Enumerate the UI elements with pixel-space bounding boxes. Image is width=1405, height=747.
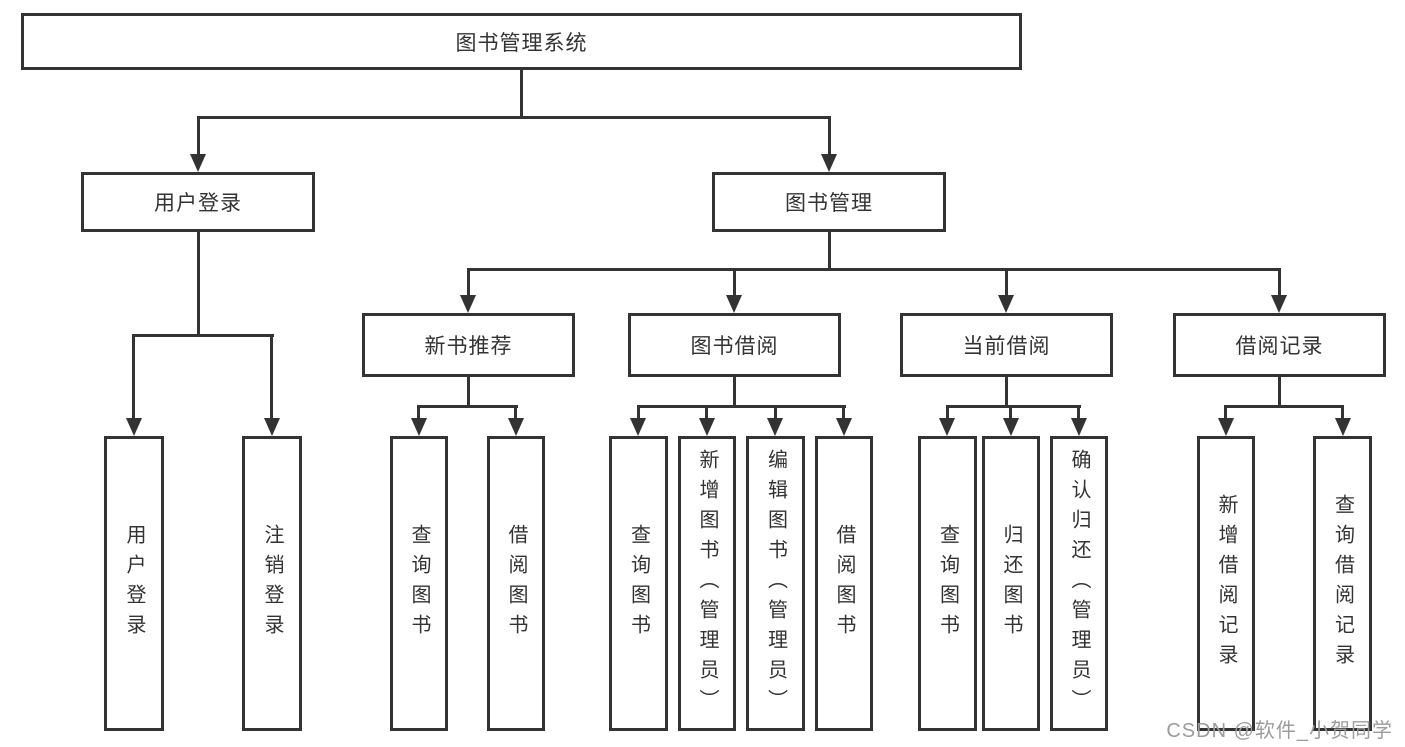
node-new-book-recommend: 新书推荐 [362, 313, 575, 377]
node-current-confirm-return-label: 确认归还（管理员） [1068, 448, 1090, 719]
node-recommend-query-books-label: 查询图书 [408, 523, 430, 644]
node-current-confirm-return: 确认归还（管理员） [1050, 436, 1108, 731]
connector-records-drop-2 [1341, 405, 1344, 420]
arrow-down-icon [1218, 418, 1234, 436]
connector-userlogin-drop-2 [270, 334, 273, 420]
node-borrow-add-books-label: 新增图书（管理员） [696, 448, 718, 719]
connector-bookmgmt-drop-3 [1005, 268, 1008, 297]
connector-current-stem [1005, 377, 1008, 408]
connector-userlogin-drop-1 [132, 334, 135, 420]
arrow-down-icon [508, 418, 524, 436]
node-user-login: 用户登录 [81, 172, 315, 232]
connector-root-drop-left [197, 116, 200, 156]
arrow-down-icon [264, 418, 280, 436]
connector-recommend-rail [417, 405, 518, 408]
node-records-add-record: 新增借阅记录 [1197, 436, 1255, 731]
csdn-watermark: CSDN @软件_小贺同学 [1166, 720, 1393, 742]
arrow-down-icon [1003, 418, 1019, 436]
node-records-query-record-label: 查询借阅记录 [1331, 493, 1354, 674]
arrow-down-icon [836, 418, 852, 436]
connector-root-stem [520, 70, 523, 117]
connector-userlogin-rail [132, 334, 274, 337]
node-current-return-books: 归还图书 [982, 436, 1040, 731]
arrow-down-icon [821, 154, 837, 172]
arrow-down-icon [998, 295, 1014, 313]
node-borrow-borrow-books-label: 借阅图书 [833, 523, 855, 644]
connector-borrow-stem [733, 377, 736, 408]
connector-recommend-drop-1 [417, 405, 420, 420]
connector-borrow-rail [637, 405, 846, 408]
node-logout-label: 注销登录 [261, 523, 283, 644]
arrow-down-icon [460, 295, 476, 313]
connector-records-rail [1225, 405, 1344, 408]
connector-bookmgmt-stem [828, 232, 831, 271]
connector-records-drop-1 [1224, 405, 1227, 420]
node-borrow-query-books: 查询图书 [609, 436, 668, 731]
node-login: 用户登录 [104, 436, 164, 731]
connector-root-rail [197, 116, 831, 119]
connector-userlogin-stem [197, 232, 200, 337]
connector-bookmgmt-rail [467, 268, 1281, 271]
node-recommend-borrow-books-label: 借阅图书 [505, 523, 527, 644]
node-borrow-edit-books: 编辑图书（管理员） [746, 436, 805, 731]
node-borrow-query-books-label: 查询图书 [627, 523, 650, 644]
arrow-down-icon [939, 418, 955, 436]
arrow-down-icon [190, 154, 206, 172]
node-recommend-borrow-books: 借阅图书 [487, 436, 545, 731]
arrow-down-icon [126, 418, 142, 436]
arrow-down-icon [1335, 418, 1351, 436]
node-records-add-record-label: 新增借阅记录 [1215, 493, 1237, 674]
connector-bookmgmt-drop-1 [467, 268, 470, 297]
node-root-label: 图书管理系统 [455, 31, 588, 55]
connector-records-stem [1278, 377, 1281, 408]
node-borrow-records: 借阅记录 [1173, 313, 1386, 377]
node-book-borrow-label: 图书借阅 [690, 335, 779, 358]
node-book-borrow: 图书借阅 [628, 313, 841, 377]
connector-bookmgmt-drop-2 [733, 268, 736, 297]
connector-root-drop-right [828, 116, 831, 156]
node-current-query-books: 查询图书 [918, 436, 977, 731]
node-recommend-query-books: 查询图书 [390, 436, 448, 731]
arrow-down-icon [1071, 418, 1087, 436]
arrow-down-icon [699, 418, 715, 436]
arrow-down-icon [1271, 295, 1287, 313]
connector-borrow-drop-4 [842, 405, 845, 420]
connector-current-drop-3 [1077, 405, 1080, 420]
node-records-query-record: 查询借阅记录 [1313, 436, 1372, 731]
node-current-query-books-label: 查询图书 [936, 523, 959, 644]
connector-borrow-drop-3 [774, 405, 777, 420]
arrow-down-icon [767, 418, 783, 436]
connector-current-rail [946, 405, 1081, 408]
node-book-management: 图书管理 [712, 172, 946, 232]
connector-borrow-drop-2 [705, 405, 708, 420]
node-logout: 注销登录 [242, 436, 302, 731]
node-book-management-label: 图书管理 [785, 192, 873, 215]
node-login-label: 用户登录 [123, 523, 145, 644]
node-new-book-recommend-label: 新书推荐 [424, 335, 513, 358]
node-current-borrow: 当前借阅 [900, 313, 1113, 377]
arrow-down-icon [630, 418, 646, 436]
node-borrow-edit-books-label: 编辑图书（管理员） [764, 448, 787, 719]
connector-borrow-drop-1 [637, 405, 640, 420]
node-borrow-add-books: 新增图书（管理员） [678, 436, 736, 731]
node-current-return-books-label: 归还图书 [1000, 523, 1022, 644]
connector-current-drop-1 [946, 405, 949, 420]
node-borrow-records-label: 借阅记录 [1235, 335, 1324, 358]
node-current-borrow-label: 当前借阅 [962, 335, 1051, 358]
connector-bookmgmt-drop-4 [1278, 268, 1281, 297]
node-user-login-label: 用户登录 [154, 192, 242, 215]
node-root: 图书管理系统 [21, 13, 1022, 70]
arrow-down-icon [726, 295, 742, 313]
connector-recommend-stem [467, 377, 470, 408]
arrow-down-icon [411, 418, 427, 436]
connector-current-drop-2 [1009, 405, 1012, 420]
connector-recommend-drop-2 [514, 405, 517, 420]
node-borrow-borrow-books: 借阅图书 [815, 436, 873, 731]
